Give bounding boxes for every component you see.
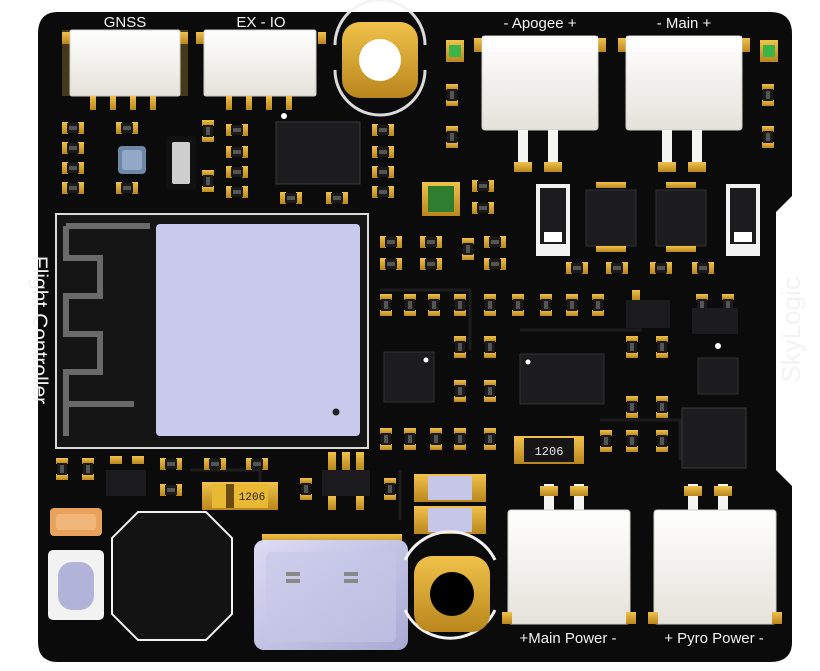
resistor-code: 1206 bbox=[535, 445, 564, 459]
resistor bbox=[446, 126, 458, 148]
main-power-connector bbox=[502, 484, 636, 625]
led-apogee bbox=[446, 40, 464, 62]
resistor-1206: 1206 bbox=[514, 436, 584, 464]
flight-controller-label: Flight Controller bbox=[28, 256, 51, 404]
antenna-trace-icon bbox=[63, 223, 150, 436]
brand-label: SkyLogic bbox=[776, 277, 806, 383]
imu-chip bbox=[275, 113, 361, 185]
fuse-1206: 1206 bbox=[202, 482, 278, 510]
ex-io-connector bbox=[196, 29, 326, 110]
flash-chip bbox=[519, 353, 605, 405]
pyro-power-label: + Pyro Power - bbox=[664, 630, 764, 647]
diode-pair bbox=[414, 474, 486, 534]
apogee-label: - Apogee + bbox=[504, 15, 577, 32]
resistor bbox=[472, 180, 494, 192]
regulator-chip bbox=[626, 290, 739, 395]
mosfet-group bbox=[536, 182, 760, 274]
mounting-hole-icon bbox=[333, 0, 427, 117]
resistor bbox=[762, 84, 774, 106]
resistor bbox=[446, 84, 458, 106]
usb-c-port bbox=[254, 534, 408, 650]
barometer-sensor bbox=[118, 146, 146, 174]
reset-button bbox=[48, 550, 104, 620]
gnss-connector bbox=[62, 29, 188, 110]
buzzer bbox=[111, 511, 233, 641]
main-label: - Main + bbox=[657, 15, 712, 32]
boot-button bbox=[50, 508, 102, 536]
power-ic bbox=[681, 407, 747, 469]
resistor bbox=[472, 202, 494, 214]
sot-chip bbox=[322, 452, 370, 510]
main-connector bbox=[618, 35, 750, 172]
ex-io-label: EX - IO bbox=[236, 14, 285, 31]
passive-cluster-bottom-left bbox=[56, 456, 396, 500]
crystal bbox=[166, 136, 196, 190]
mounting-hole-icon bbox=[403, 530, 497, 640]
led-main bbox=[760, 40, 778, 62]
gnss-label: GNSS bbox=[104, 14, 147, 31]
wifi-module bbox=[55, 213, 369, 449]
mcu-small-chip bbox=[383, 351, 435, 403]
fuse-code: 1206 bbox=[239, 492, 265, 504]
pyro-power-connector bbox=[648, 484, 782, 625]
resistor bbox=[762, 126, 774, 148]
apogee-connector bbox=[474, 35, 606, 172]
green-sensor bbox=[422, 182, 460, 216]
main-power-label: +Main Power - bbox=[519, 630, 616, 647]
